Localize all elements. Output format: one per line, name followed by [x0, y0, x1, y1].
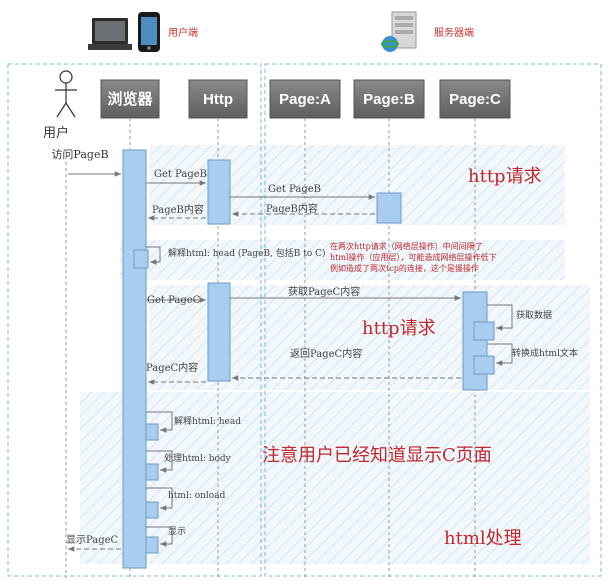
note-slow-operation-line2: html操作（应用层），可能造成网络层操作低下 [330, 252, 497, 262]
arrow-process-body-self [146, 450, 173, 473]
lifeline-header-page-c: Page:C [439, 79, 511, 119]
note-http-request-1: http请求 [468, 166, 542, 187]
message-label: Get PageB [268, 184, 321, 195]
activation-browser-self-4 [145, 501, 159, 519]
note-slow-operation-line1: 在两次http请求（网络层操作）中间间隔了 [330, 241, 483, 251]
message-label: 显示PageC [66, 534, 119, 546]
lifeline-header-http: Http [188, 79, 248, 119]
message-label: 显示 [168, 526, 186, 537]
activation-browser-self-2 [145, 423, 159, 441]
lifeline-header-page-b: Page:B [353, 79, 425, 119]
lifeline-label: 浏览器 [107, 90, 153, 108]
note-http-request-2: http请求 [362, 318, 436, 339]
client-label: 用户端 [168, 26, 198, 39]
arrow-display-self [146, 526, 173, 547]
arrow-parse-html-self [146, 246, 161, 265]
message-label: 返回PageC内容 [290, 347, 362, 360]
activation-browser [122, 149, 147, 569]
lifeline-header-browser: 浏览器 [100, 79, 160, 119]
note-html-processing: html处理 [444, 528, 522, 549]
lifeline-header-page-a: Page:A [269, 79, 341, 119]
message-label: 处理html: body [164, 452, 232, 464]
activation-http-1 [207, 159, 231, 225]
activation-http-2 [207, 282, 231, 382]
message-label: 解释html: head [174, 415, 241, 427]
message-label: 解释html: head (PageB, 包括B to C) [168, 247, 326, 259]
activation-browser-self-1 [133, 249, 149, 269]
actor-label: 用户 [43, 125, 69, 141]
message-label: Get PageB [154, 169, 207, 180]
lifeline-label: Page:A [279, 91, 331, 108]
monitor-icon [88, 18, 132, 50]
note-user-knows: 注意用户已经知道显示C页面 [262, 445, 492, 466]
server-label: 服务器端 [434, 26, 474, 39]
arrow-fetch-data-self [487, 304, 513, 331]
arrow-interpret-head-self [146, 411, 173, 433]
activation-page-c [462, 291, 488, 391]
user-actor-icon [55, 70, 77, 118]
message-label: PageB内容 [152, 203, 204, 216]
note-slow-operation-line3: 例如造成了两次tcp的连接，这个是慢操作 [330, 263, 479, 273]
lifeline-label: Http [203, 91, 233, 108]
phone-icon [138, 12, 160, 52]
activation-page-c-self-1 [473, 321, 495, 341]
message-label: PageB内容 [266, 202, 318, 215]
message-label: Get PageC [147, 295, 201, 306]
arrow-onload-self [146, 487, 173, 511]
activation-page-c-self-2 [473, 355, 495, 375]
client-boundary [7, 63, 262, 577]
server-boundary [264, 63, 602, 577]
message-label: 转换成html文本 [512, 347, 578, 359]
message-label: html: onload [168, 491, 226, 501]
server-icon [381, 11, 417, 52]
slow-operation-region [120, 240, 565, 280]
arrow-convert-html-self [487, 343, 513, 366]
message-label: 获取PageC内容 [288, 285, 360, 298]
lifeline-label: Page:B [363, 91, 415, 108]
html-processing-region [80, 392, 590, 564]
message-label: 获取数据 [516, 309, 552, 321]
actor-action-label: 访问PageB [51, 148, 108, 161]
activation-page-b [376, 192, 402, 224]
message-label: PageC内容 [146, 361, 198, 374]
activation-browser-self-3 [145, 463, 159, 481]
activation-browser-self-5 [145, 536, 159, 554]
lifeline-label: Page:C [449, 91, 501, 108]
